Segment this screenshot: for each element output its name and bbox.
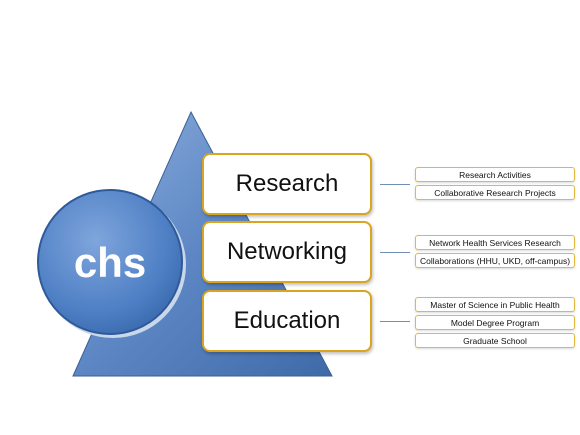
pillar-education: Education — [202, 290, 372, 352]
item-collaborations: Collaborations (HHU, UKD, off-campus) — [415, 253, 575, 268]
item-research-activities: Research Activities — [415, 167, 575, 182]
item-collaborative-research-projects: Collaborative Research Projects — [415, 185, 575, 200]
item-master-public-health: Master of Science in Public Health — [415, 297, 575, 312]
center-label: chs — [74, 239, 146, 286]
item-graduate-school: Graduate School — [415, 333, 575, 348]
center-circle — [37, 189, 183, 335]
item-network-health-services-research: Network Health Services Research — [415, 235, 575, 250]
pillar-networking: Networking — [202, 221, 372, 283]
item-model-degree-program: Model Degree Program — [415, 315, 575, 330]
connector-education — [380, 321, 410, 322]
connector-research — [380, 184, 410, 185]
connector-networking — [380, 252, 410, 253]
pillar-research: Research — [202, 153, 372, 215]
